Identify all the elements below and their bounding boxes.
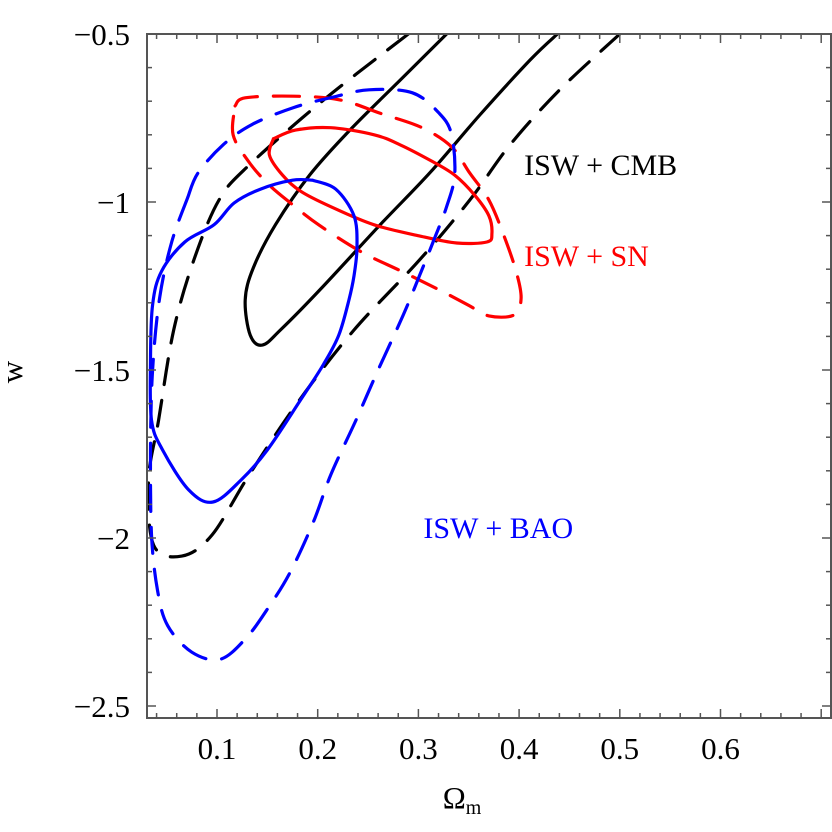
x-tick-label: 0.2 xyxy=(298,731,337,766)
y-axis-label: w xyxy=(0,360,29,383)
x-tick-label: 0.5 xyxy=(600,731,639,766)
y-tick-label: −1.5 xyxy=(74,353,130,388)
plot-frame xyxy=(146,33,832,719)
contour-isw-cmb-2 xyxy=(147,34,622,559)
x-tick-label: 0.6 xyxy=(701,731,740,766)
y-tick-label: −2.5 xyxy=(74,689,130,724)
contour-isw-sn-1 xyxy=(267,125,494,246)
y-tick-label: −1 xyxy=(97,185,130,220)
y-tick-labels: −0.5 −1 −1.5 −2 −2.5 xyxy=(74,17,130,724)
x-tick-label: 0.1 xyxy=(198,731,237,766)
y-tick-label: −0.5 xyxy=(74,17,130,52)
contour-isw-cmb-1 xyxy=(243,34,559,347)
contour-isw-bao-1 xyxy=(148,177,359,504)
annotation-isw-cmb: ISW + CMB xyxy=(524,149,677,182)
x-tick-label: 0.3 xyxy=(399,731,438,766)
legend-annotations: ISW + CMB ISW + SN ISW + BAO xyxy=(423,149,677,545)
x-axis-label: Ωm xyxy=(443,780,482,819)
x-tick-label: 0.4 xyxy=(500,731,539,766)
contour-isw-bao-2 xyxy=(148,87,457,662)
annotation-isw-sn: ISW + SN xyxy=(524,240,649,273)
y-tick-label: −2 xyxy=(97,521,130,556)
annotation-isw-bao: ISW + BAO xyxy=(423,512,573,545)
x-tick-labels: 0.1 0.2 0.3 0.4 0.5 0.6 xyxy=(198,731,740,766)
axis-ticks xyxy=(147,34,831,718)
contour-layer xyxy=(147,34,622,662)
contour-isw-sn-2 xyxy=(230,94,523,319)
